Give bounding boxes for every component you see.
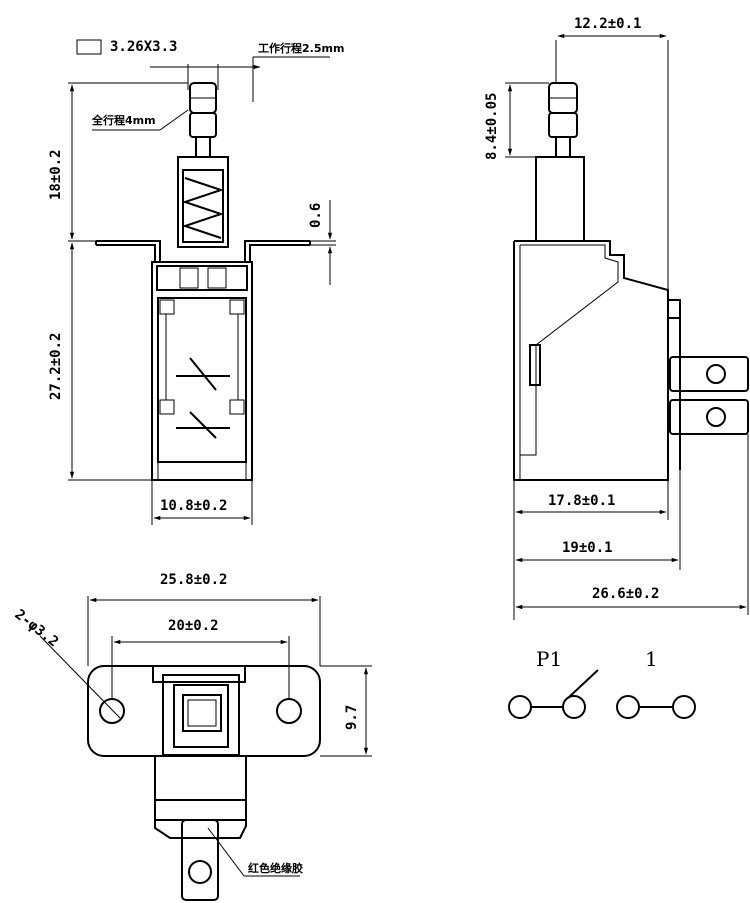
schematic-label-p1: P1 <box>536 647 562 671</box>
mounting-hole-right <box>276 698 302 724</box>
dim-top-width: 12.2±0.1 <box>574 16 641 32</box>
full-travel-label: 全行程4mm <box>91 113 156 127</box>
dim-width-3: 26.6±0.2 <box>592 586 659 602</box>
insulation-note: 红色绝缘胶 <box>248 861 303 875</box>
work-travel-label: 工作行程2.5mm <box>258 41 344 55</box>
button-size-icon <box>76 39 102 55</box>
hole-spec-label: 2-φ3.2 <box>12 607 62 651</box>
dim-flange-length: 25.8±0.2 <box>160 572 227 588</box>
side-view: 12.2±0.1 8.4±0.05 17.8±0.1 19±0.1 26.6±0… <box>484 16 749 620</box>
button-size-label: 3.26X3.3 <box>110 39 177 55</box>
dim-plunger-height: 8.4±0.05 <box>484 93 500 160</box>
mounting-hole-left <box>99 698 125 724</box>
dim-hole-spacing: 20±0.2 <box>168 618 219 634</box>
dim-flange-height: 9.7 <box>344 705 360 730</box>
schematic-label-1: 1 <box>645 647 658 671</box>
bottom-view: 25.8±0.2 20±0.2 2-φ3.2 9.7 红色绝缘胶 <box>12 572 372 901</box>
dim-flange-thickness: 0.6 <box>308 203 324 228</box>
front-view: 3.26X3.3 工作行程2.5mm 全行程4mm <box>48 39 344 525</box>
dim-width-2: 19±0.1 <box>562 540 613 556</box>
schematic: P1 1 <box>508 647 696 719</box>
dim-body-width: 10.8±0.2 <box>160 498 227 514</box>
dim-body-height: 27.2±0.2 <box>48 333 64 400</box>
dim-width-1: 17.8±0.1 <box>548 493 615 509</box>
dim-button-height: 18±0.2 <box>48 149 64 200</box>
